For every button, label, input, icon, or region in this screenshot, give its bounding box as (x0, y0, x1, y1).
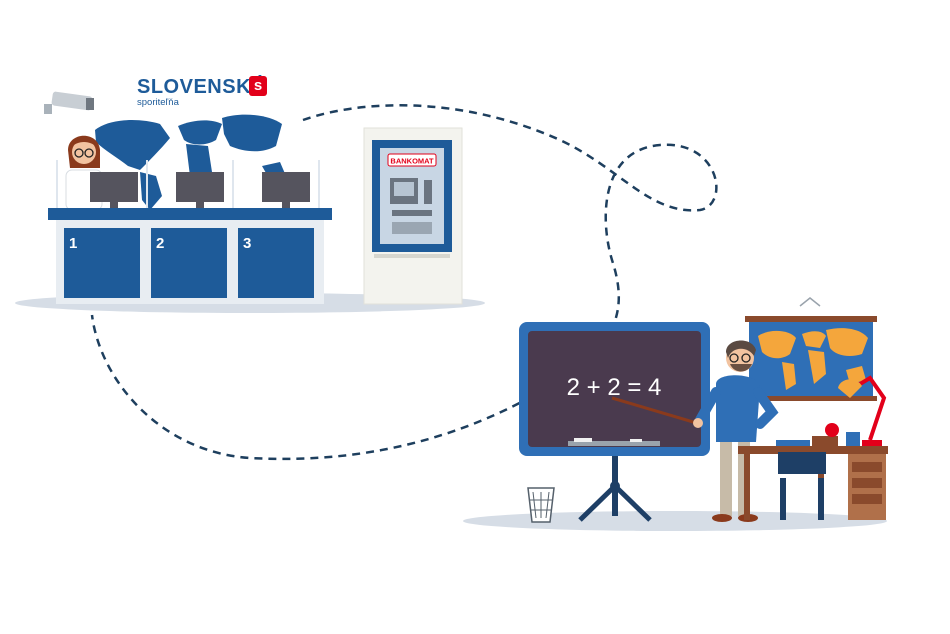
atm-machine: BANKOMAT (363, 127, 463, 305)
teacher-desk (738, 423, 888, 520)
brand-subtitle: sporiteľňa (137, 97, 179, 108)
counter-number: 1 (69, 235, 77, 252)
blackboard-equation: 2 + 2 = 4 (567, 374, 662, 401)
blackboard: 2 + 2 = 4 (519, 322, 710, 522)
camera-icon (44, 91, 94, 114)
monitor-icon (90, 172, 310, 208)
counter-2 (151, 228, 227, 298)
wastebasket-icon (527, 487, 555, 523)
world-map-wall (95, 114, 286, 210)
pointer-stick (611, 396, 701, 426)
counter-top (48, 208, 332, 220)
lamp-icon (838, 375, 887, 446)
brand-name: SLOVENSKÁ (137, 76, 266, 98)
counter-number: 3 (243, 235, 251, 252)
dashed-path (90, 104, 718, 461)
teacher (693, 340, 779, 522)
brand-s-icon: s (249, 76, 267, 96)
brand-logo: SLOVENSKÁ sporiteľňa s (137, 76, 267, 108)
atm-label: BANKOMAT (390, 157, 434, 166)
counter-number: 2 (156, 235, 164, 252)
counter-3 (238, 228, 314, 298)
counter-1 (64, 228, 140, 298)
